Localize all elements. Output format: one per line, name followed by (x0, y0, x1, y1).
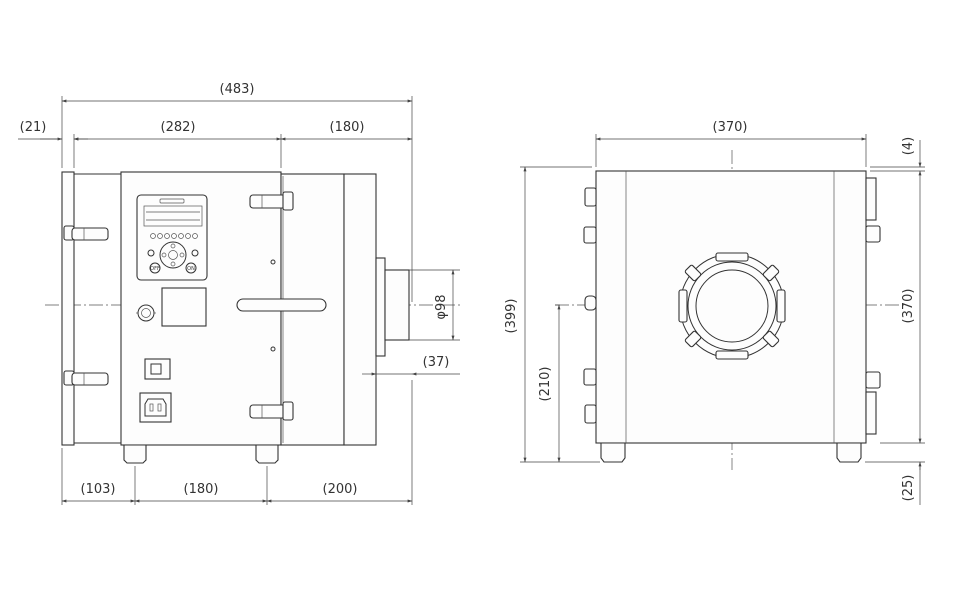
dim-bottom-left: (103) (81, 482, 116, 497)
foot (836, 442, 862, 463)
power-inlet (139, 392, 172, 423)
dim-body-width: (282) (161, 120, 196, 135)
on-button (185, 262, 197, 274)
foot (123, 444, 147, 464)
cover-plate (161, 287, 207, 327)
dim-duct-diameter: φ98 (434, 294, 449, 319)
foot (255, 444, 279, 464)
side-latch (584, 295, 597, 311)
latch-lower-left (63, 370, 109, 386)
front-view: OFF ON (45, 171, 460, 464)
screw-icon (270, 259, 276, 265)
side-latch (865, 225, 881, 243)
power-switch (144, 358, 171, 380)
lcd-display (143, 205, 203, 227)
latch-upper-left (63, 225, 109, 241)
dim-left-offset: (21) (20, 120, 47, 135)
carry-handle (236, 298, 327, 312)
side-latch (584, 404, 597, 424)
side-latch (865, 371, 881, 389)
dim-side-width: (370) (713, 120, 748, 135)
dim-body-height: (370) (901, 289, 916, 324)
dim-bottom-middle: (180) (184, 482, 219, 497)
side-latch (583, 368, 597, 386)
side-latch (865, 177, 877, 221)
dim-foot-height: (25) (901, 475, 916, 502)
side-view (555, 150, 905, 470)
dim-bottom-right: (200) (323, 482, 358, 497)
dim-overall-height: (399) (504, 299, 519, 334)
off-button-label: OFF (150, 266, 160, 272)
nav-dial (159, 241, 187, 269)
off-button (149, 262, 161, 274)
dim-top-offset: (4) (901, 137, 916, 155)
indicator-leds (150, 233, 198, 239)
side-latch (584, 187, 597, 207)
side-dimensions: (370) (4) (370) (25) (399) (210) (504, 120, 925, 505)
dim-overall-width: (483) (220, 82, 255, 97)
duct-opening (678, 252, 786, 360)
side-housing (595, 170, 867, 444)
dim-right-width: (180) (330, 120, 365, 135)
dim-duct-projection: (37) (423, 355, 450, 370)
latch-lower-right (249, 401, 294, 421)
latch-upper-right (249, 191, 294, 211)
side-latch (583, 226, 597, 244)
control-panel: OFF ON (136, 194, 208, 281)
left-flange (61, 171, 75, 446)
duct-outlet (384, 269, 410, 341)
round-connector (136, 304, 156, 322)
rear-panel (343, 173, 377, 446)
front-dimensions: (483) (21) (282) (180) φ98 (37) (103) (18, 82, 460, 505)
foot (600, 442, 626, 463)
dim-center-height: (210) (538, 367, 553, 402)
duct-flange (375, 257, 386, 357)
on-button-label: ON (187, 266, 195, 272)
screw-icon (270, 346, 276, 352)
side-latch (865, 391, 877, 435)
